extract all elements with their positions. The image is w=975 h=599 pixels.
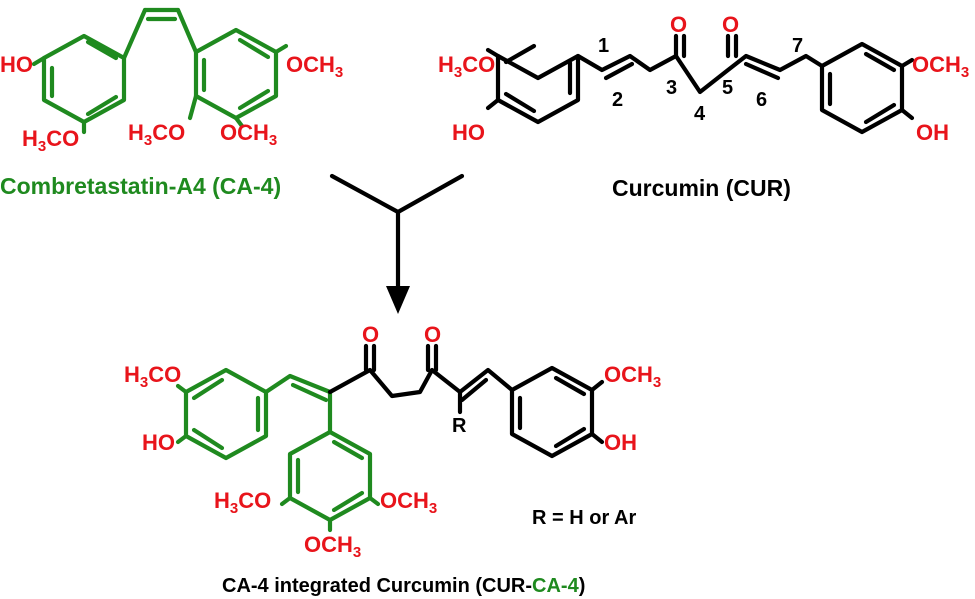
- ca4-ome-left-label: H3CO: [22, 126, 79, 155]
- hyb-rl-d3: [191, 427, 225, 451]
- ca4-name: Combretastatin-A4 (CA-4): [0, 173, 281, 199]
- ca4-ring-left-double3: [85, 39, 119, 61]
- hybrid-name-green: CA-4: [532, 575, 580, 597]
- hyb-rr-d1: [553, 375, 587, 397]
- hyb-rb-d3: [331, 490, 365, 513]
- ca4-labels: HO H3CO OCH3 H3CO OCH3: [0, 52, 343, 155]
- hybrid-name-prefix: CA-4 integrated Curcumin (CUR-: [222, 575, 532, 597]
- hyb-ome-left-label: H3CO: [124, 362, 181, 391]
- hyb-ome-bottom-left-label: H3CO: [214, 488, 271, 517]
- cur-rl-d1: [503, 43, 537, 65]
- hyb-chain-double: [459, 377, 489, 403]
- hyb-ring-bottom: [287, 429, 373, 523]
- hyb-rl-d1: [191, 377, 225, 401]
- cur-o2-label: O: [722, 12, 739, 37]
- hyb-ome-bottom-label: OCH3: [304, 532, 361, 561]
- cur-chain-double1: [603, 61, 635, 81]
- cur-rr-d3: [863, 102, 897, 125]
- cur-oh-bond-r: [899, 107, 915, 121]
- ca4-ome-bl-bond: [187, 93, 199, 121]
- ca4-ome-rt-bond: [273, 43, 289, 55]
- cur-num-3: 3: [666, 77, 677, 99]
- r-definition: R = H or Ar: [532, 507, 636, 529]
- ca4-ome-bottom-right-label: OCH3: [220, 120, 277, 149]
- hybrid-labels: H3CO HO OCH3 OH O O R H3CO OCH3 OCH3 R =…: [124, 322, 661, 561]
- cur-rl-d3: [503, 91, 537, 114]
- hyb-ome-right-label: OCH3: [604, 362, 661, 391]
- ca4-ho-label: HO: [0, 52, 33, 77]
- arrow-branch-right: [395, 173, 465, 215]
- hyb-rr-d3: [553, 426, 587, 449]
- hybrid-structure: [175, 343, 605, 533]
- ca4-bridge-1: [121, 7, 148, 61]
- cur-num-4: 4: [694, 103, 706, 125]
- ca4-ring-left-double2: [85, 94, 119, 117]
- hyb-rb-d1: [331, 439, 365, 461]
- merge-arrow: [329, 173, 465, 314]
- ca4-ome-br-bond: [233, 115, 245, 129]
- hyb-o1-label: O: [362, 322, 379, 347]
- ca4-ring-left: [41, 33, 127, 125]
- arrow-head: [386, 286, 410, 314]
- cur-ome-bond-l: [485, 47, 501, 59]
- cur-chain-double2: [743, 61, 781, 81]
- cur-ring-left: [495, 53, 581, 125]
- hyb-o2-label: O: [424, 322, 441, 347]
- hyb-ome-br-bond: [367, 495, 381, 507]
- hyb-ho-l-bond: [175, 433, 189, 445]
- cur-ome-left-label: H3CO: [438, 52, 495, 81]
- hyb-oh-r-bond: [589, 431, 605, 445]
- hybrid-name: CA-4 integrated Curcumin (CUR-CA-4): [222, 575, 585, 597]
- cur-structure: [485, 33, 915, 135]
- hyb-vinyl: [263, 373, 333, 395]
- ca4-rr-d1: [237, 37, 271, 60]
- hybrid-name-suffix: ): [579, 575, 586, 597]
- hyb-ome-r-bond: [589, 379, 605, 393]
- cur-num-7: 7: [792, 35, 803, 57]
- cur-name: Curcumin (CUR): [612, 175, 791, 201]
- hyb-ome-bottom-right-label: OCH3: [380, 488, 437, 517]
- ca4-ring-right: [193, 27, 279, 121]
- cur-rr-d1: [863, 51, 897, 73]
- cur-ho-left-label: HO: [452, 120, 485, 145]
- hyb-chain: [327, 367, 515, 399]
- hyb-ome-bl-bond: [279, 495, 293, 507]
- ca4-rr-d3: [237, 88, 271, 111]
- hyb-ome-l-bond: [175, 383, 189, 395]
- hyb-r-label: R: [452, 415, 467, 437]
- hyb-ho-left-label: HO: [142, 430, 175, 455]
- hyb-oh-right-label: OH: [604, 430, 637, 455]
- cur-ring-right: [819, 41, 905, 135]
- ca4-ome-bottom-left-label: H3CO: [128, 120, 185, 149]
- cur-oh-right-label: OH: [916, 120, 949, 145]
- cur-o1-label: O: [670, 12, 687, 37]
- ca4-ome-right-top-label: OCH3: [286, 52, 343, 81]
- cur-num-2: 2: [612, 89, 623, 111]
- cur-ome-bond-r: [899, 57, 915, 69]
- cur-num-1: 1: [598, 35, 609, 57]
- hyb-ring-left: [183, 367, 269, 461]
- cur-chain: [575, 53, 825, 95]
- hyb-ring-right: [509, 365, 595, 459]
- arrow-branch-left: [329, 173, 401, 215]
- hyb-vinyl-double: [290, 382, 329, 403]
- ca4-bridge-3: [175, 7, 199, 55]
- cur-num-5: 5: [722, 77, 733, 99]
- cur-labels: H3CO HO OCH3 OH O O 1 2 3 4 5 6 7: [438, 12, 969, 145]
- cur-ome-right-label: OCH3: [912, 52, 969, 81]
- cur-oh-bond-l: [485, 97, 501, 111]
- cur-num-6: 6: [756, 89, 767, 111]
- ca4-oh-bond: [31, 55, 47, 67]
- ca4-structure: [31, 7, 289, 135]
